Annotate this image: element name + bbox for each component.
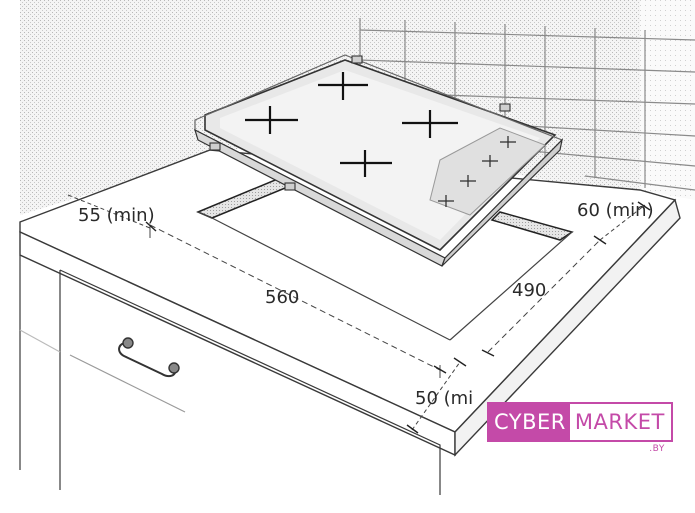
dimension-left-clearance: 55 (min) bbox=[78, 205, 155, 226]
cutout-opening bbox=[196, 177, 574, 341]
dimension-lines bbox=[67, 194, 646, 431]
brand-name-left: CYBER bbox=[489, 404, 570, 440]
burner-marks bbox=[245, 72, 458, 177]
brand-name-right: MARKET bbox=[574, 410, 665, 434]
brand-name-right-wrap: MARKET .BY bbox=[570, 404, 671, 454]
dimension-cutout-width: 560 bbox=[265, 287, 300, 308]
dimension-arrows bbox=[145, 201, 651, 434]
control-marks bbox=[438, 136, 516, 207]
dimension-cutout-depth: 490 bbox=[512, 280, 547, 301]
mounting-brackets bbox=[209, 55, 511, 191]
dimension-front-clearance: 50 (mi bbox=[415, 388, 474, 409]
cabinet bbox=[19, 255, 441, 495]
dimension-right-clearance: 60 (min) bbox=[577, 200, 654, 221]
drawer-handle bbox=[118, 337, 180, 378]
hob bbox=[194, 54, 564, 267]
brand-domain-suffix: .BY bbox=[649, 444, 665, 454]
brand-watermark: CYBER MARKET .BY bbox=[487, 402, 673, 454]
